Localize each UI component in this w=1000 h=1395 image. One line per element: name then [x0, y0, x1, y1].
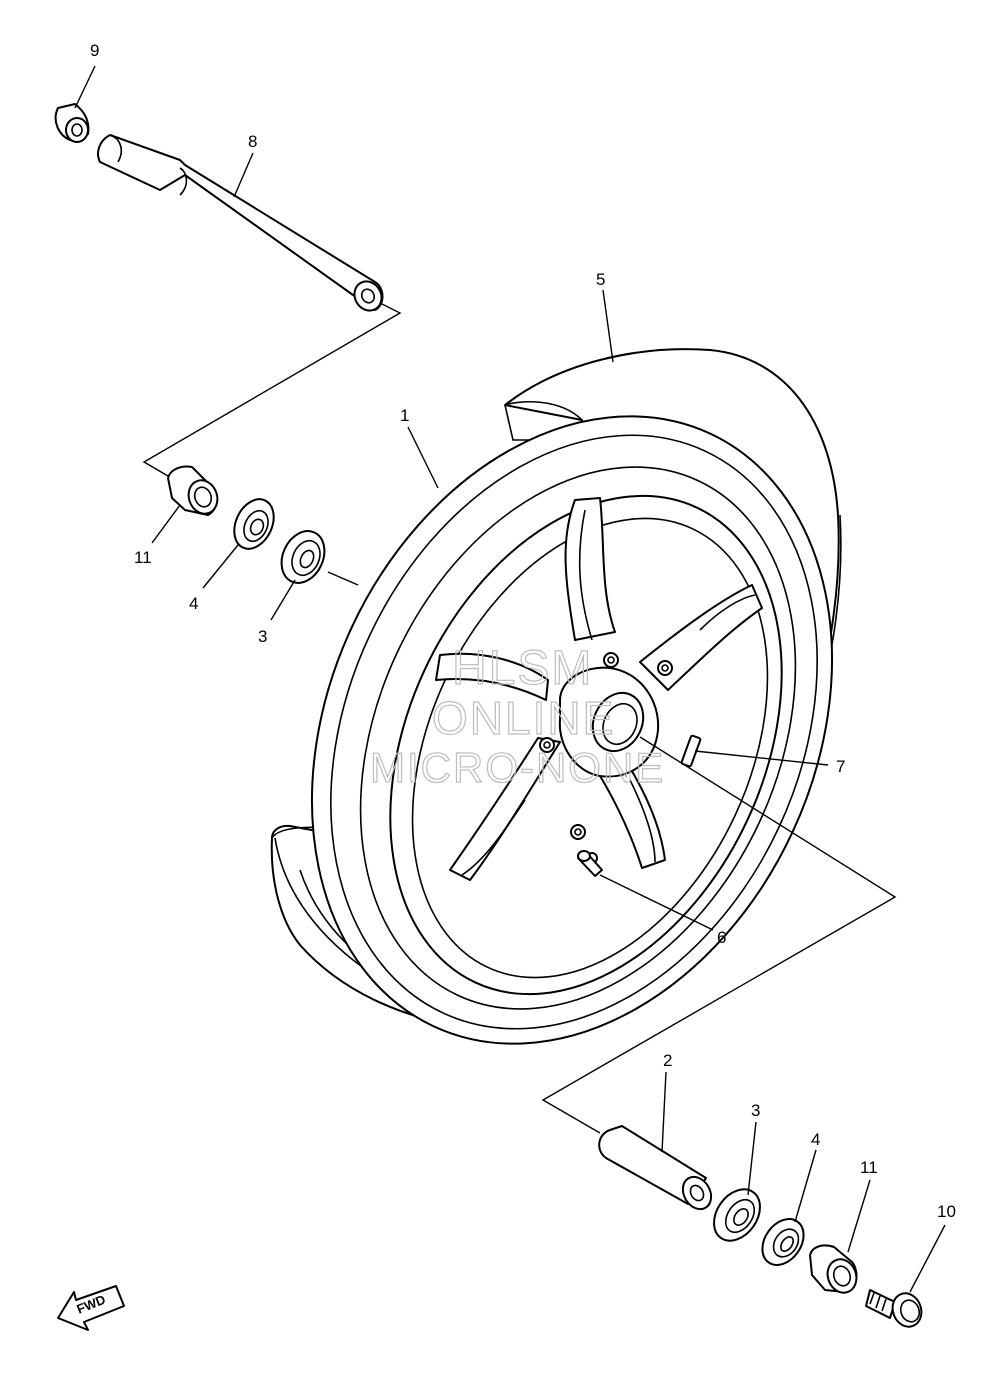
bearing-left[interactable]	[273, 524, 332, 590]
watermark-line-3: MICRO-NONE	[370, 744, 665, 791]
spacer[interactable]	[598, 1125, 717, 1214]
callout-4-right: 4	[811, 1130, 820, 1149]
fwd-arrow-icon	[57, 1285, 125, 1331]
axle-nut-cap[interactable]	[54, 103, 90, 143]
callout-9: 9	[90, 41, 99, 60]
wheel-axle[interactable]	[97, 134, 387, 315]
watermark-line-1: HLSM	[452, 642, 593, 695]
bearing-right[interactable]	[705, 1181, 770, 1250]
watermark-line-2: ONLINE	[432, 692, 615, 744]
callout-11-right: 11	[860, 1158, 878, 1177]
oil-seal-right[interactable]	[754, 1211, 812, 1273]
callout-5: 5	[596, 270, 605, 289]
bolt[interactable]	[865, 1289, 926, 1331]
watermark: HLSM ONLINE MICRO-NONE	[369, 641, 665, 791]
collar-left[interactable]	[167, 465, 222, 518]
callout-10: 10	[937, 1202, 956, 1221]
callout-1: 1	[400, 406, 409, 425]
callout-4-left: 4	[189, 594, 198, 613]
callout-3-right: 3	[751, 1101, 760, 1120]
callout-3-left: 3	[258, 627, 267, 646]
callout-7: 7	[836, 757, 845, 776]
callout-6: 6	[717, 928, 726, 947]
oil-seal-left[interactable]	[227, 493, 282, 555]
fwd-direction-badge: FWD	[57, 1285, 125, 1331]
assembly-lines	[142, 302, 897, 1134]
callout-8: 8	[248, 132, 257, 151]
callout-11-left: 11	[134, 548, 152, 567]
callout-labels: 9 8 5 1 11 4 3 7 6 2 3 4 11 10	[90, 41, 956, 1221]
cast-wheel[interactable]	[214, 331, 931, 1129]
callout-2: 2	[663, 1051, 672, 1070]
valve[interactable]	[577, 850, 603, 877]
wheel-hub	[558, 666, 660, 778]
collar-right[interactable]	[809, 1244, 861, 1296]
leader-lines	[74, 65, 946, 1293]
